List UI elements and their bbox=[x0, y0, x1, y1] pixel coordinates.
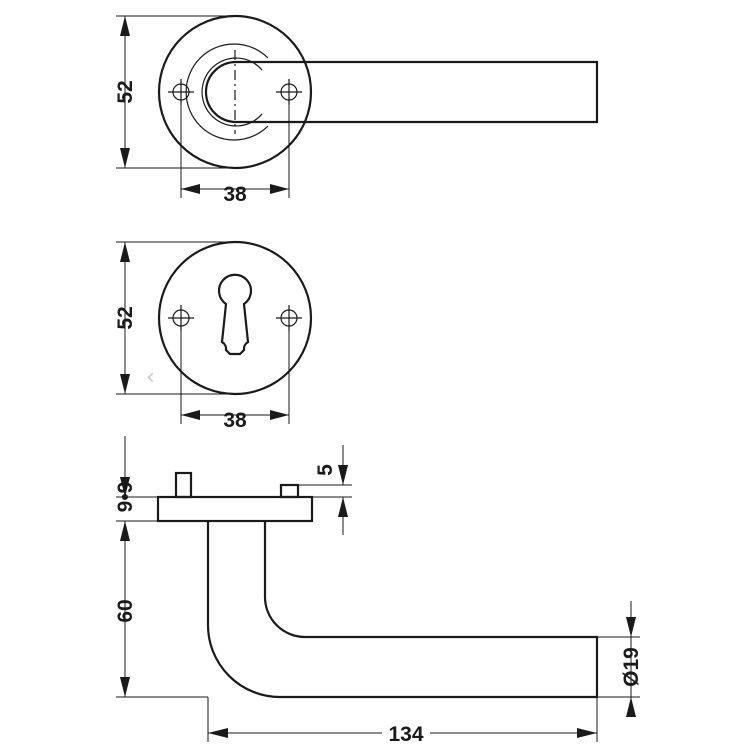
arrow-head bbox=[270, 184, 289, 194]
arrow-head bbox=[181, 410, 200, 420]
rose-neck-ring bbox=[185, 43, 269, 141]
hole-spacing-label: 38 bbox=[223, 183, 247, 206]
lever-drop-label: 60 bbox=[114, 599, 137, 622]
pin-height-label: 5 bbox=[314, 464, 337, 476]
arrow-head bbox=[120, 242, 130, 262]
arrow-head bbox=[626, 617, 636, 637]
arrow-head bbox=[270, 410, 289, 420]
lever-rose-top-view: 52 38 bbox=[114, 14, 599, 206]
arrow-head bbox=[626, 697, 636, 717]
rose-thickness-label: 9•9 bbox=[114, 482, 137, 513]
arrow-head bbox=[181, 184, 200, 194]
screw-hole-left bbox=[168, 305, 194, 331]
lever-profile bbox=[206, 521, 599, 699]
arrow-head bbox=[120, 16, 130, 36]
rose-neck-ring-inner bbox=[201, 57, 263, 127]
lever-handle bbox=[204, 60, 599, 124]
rose-plate bbox=[156, 495, 314, 523]
arrow-head bbox=[338, 497, 348, 517]
arrow-head bbox=[120, 477, 130, 497]
screw-hole-right bbox=[276, 305, 302, 331]
arrow-head bbox=[120, 374, 130, 394]
fixing-pin-right bbox=[279, 483, 300, 499]
keyhole bbox=[217, 273, 253, 356]
hole-spacing-label: 38 bbox=[223, 409, 247, 432]
lever-length-label: 134 bbox=[388, 723, 423, 746]
escutcheon-view: 52 38 ‹ bbox=[114, 240, 313, 432]
lever-diameter-label: Ø19 bbox=[620, 647, 643, 687]
lever-side-view: 9•9 60 5 134 Ø19 bbox=[114, 436, 643, 746]
fixing-pin-left bbox=[174, 471, 193, 499]
arrow-head bbox=[338, 465, 348, 485]
previous-image-arrow[interactable]: ‹ bbox=[146, 365, 155, 390]
arrow-head bbox=[120, 521, 130, 541]
arrow-head bbox=[120, 677, 130, 697]
arrow-head bbox=[120, 148, 130, 168]
arrow-head bbox=[577, 728, 597, 738]
screw-hole-left bbox=[168, 79, 194, 105]
height-dimension-label: 52 bbox=[114, 306, 137, 329]
screw-hole-right bbox=[276, 79, 302, 105]
arrow-head bbox=[208, 728, 228, 738]
height-dimension-label: 52 bbox=[114, 80, 137, 103]
